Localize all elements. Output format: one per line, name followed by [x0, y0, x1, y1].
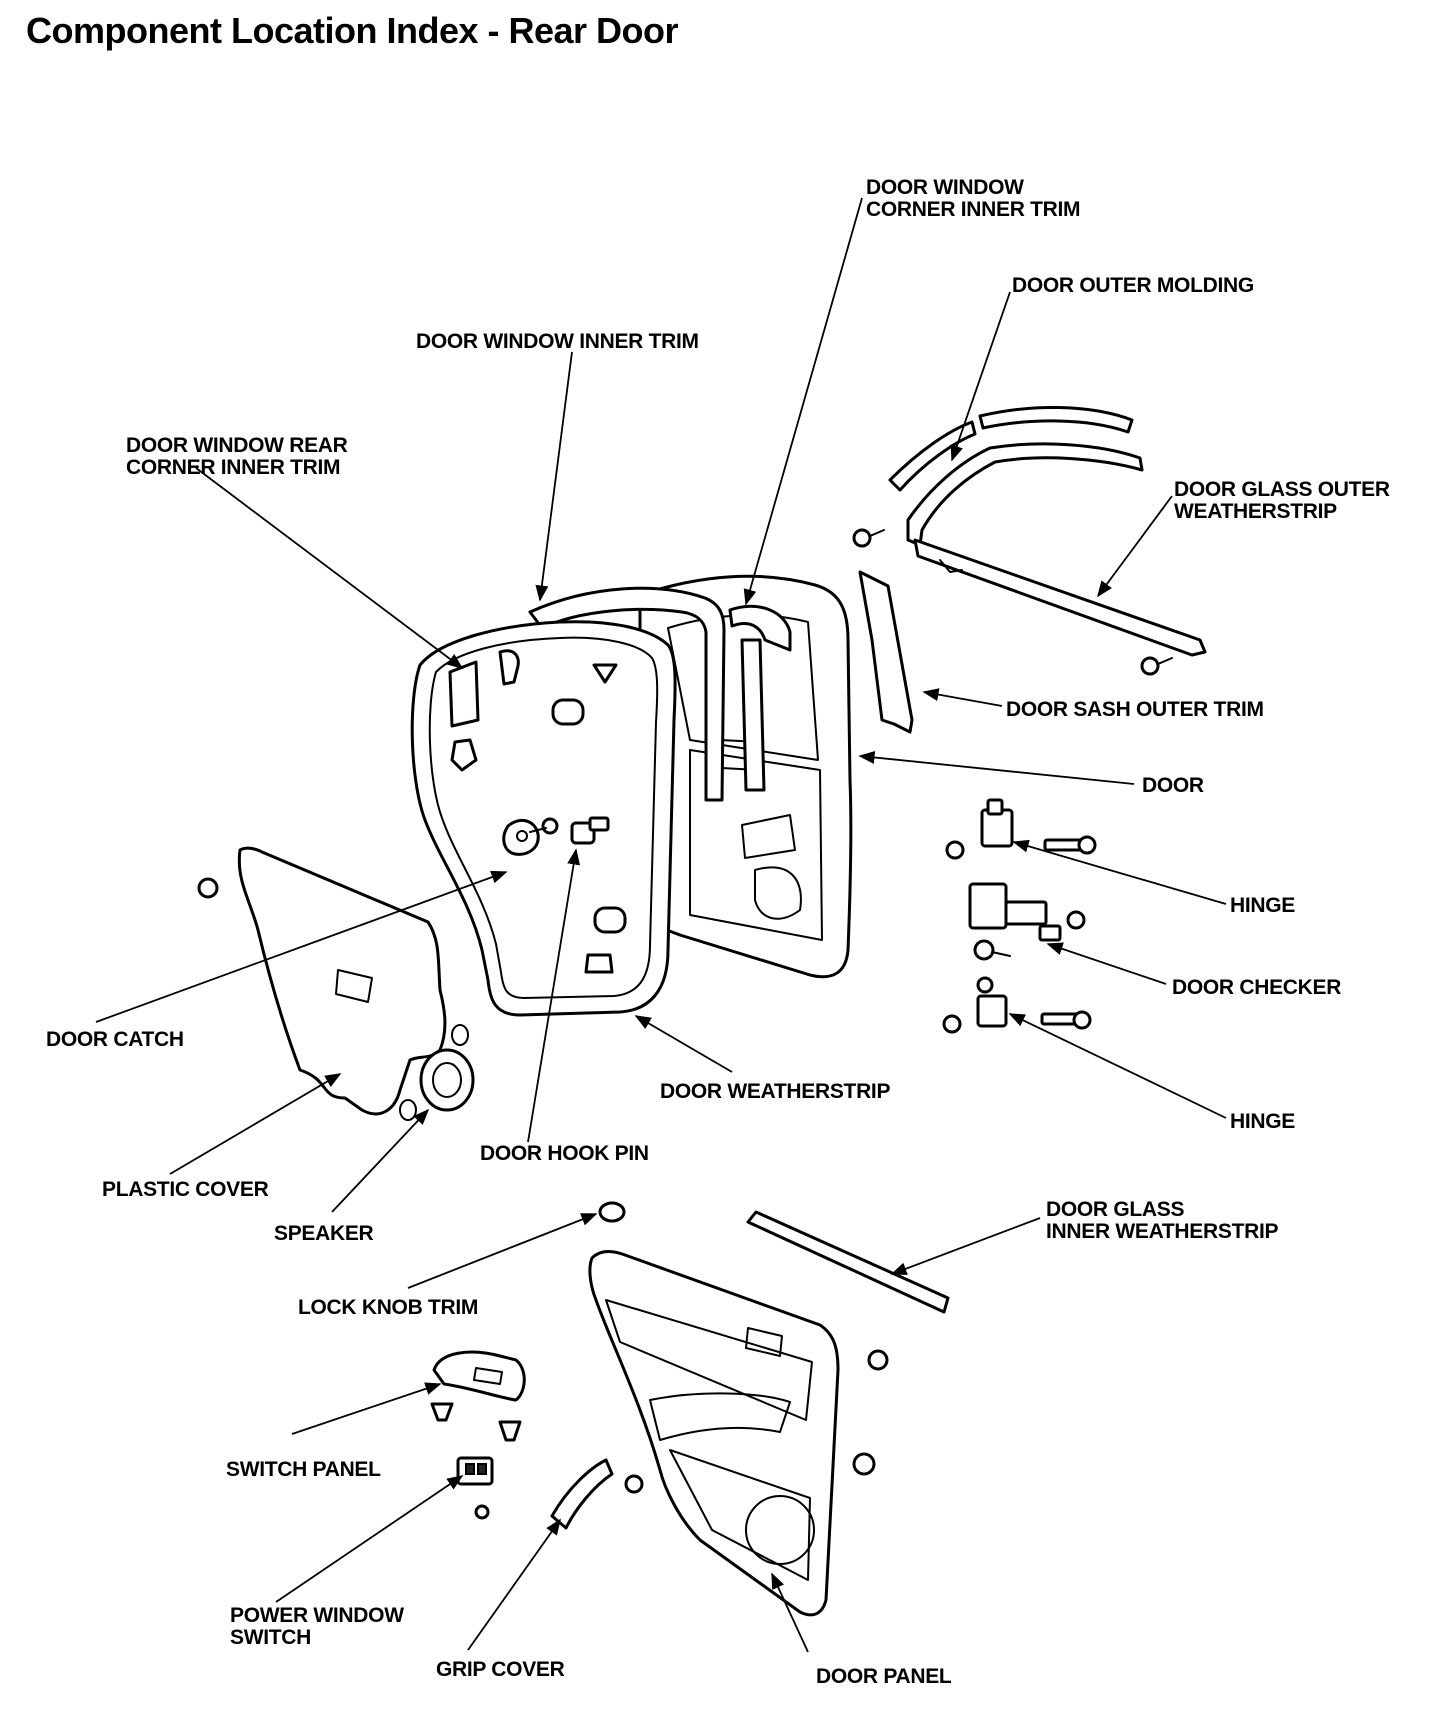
label-door-sash-outer-trim: DOOR SASH OUTER TRIM — [1006, 698, 1264, 721]
label-door-window-inner-trim: DOOR WINDOW INNER TRIM — [416, 330, 699, 353]
label-door-catch: DOOR CATCH — [46, 1028, 184, 1051]
label-door-glass-inner-weatherstrip: DOOR GLASS INNER WEATHERSTRIP — [1046, 1198, 1279, 1243]
door-glass-inner-weatherstrip-part — [746, 1210, 950, 1314]
leader-lines — [95, 197, 1227, 1653]
door-window-inner-trim-part — [528, 586, 726, 802]
power-window-switch-part — [456, 1456, 494, 1520]
door-catch-part — [502, 818, 540, 856]
label-door: DOOR — [1142, 774, 1204, 797]
switch-panel-part — [430, 1350, 526, 1442]
door-plugs — [450, 663, 627, 974]
label-switch-panel: SWITCH PANEL — [226, 1458, 381, 1481]
grip-cover-part — [550, 1458, 644, 1530]
label-door-panel: DOOR PANEL — [816, 1665, 952, 1688]
door-panel-part — [588, 1250, 889, 1617]
label-door-checker: DOOR CHECKER — [1172, 976, 1341, 999]
lock-knob-trim-part — [598, 1201, 626, 1223]
label-door-outer-molding: DOOR OUTER MOLDING — [1012, 274, 1254, 297]
door-glass-outer-weatherstrip-part — [906, 442, 1207, 657]
label-door-window-corner-inner-trim: DOOR WINDOW CORNER INNER TRIM — [866, 176, 1080, 221]
label-door-weatherstrip: DOOR WEATHERSTRIP — [660, 1080, 890, 1103]
label-lock-knob-trim: LOCK KNOB TRIM — [298, 1296, 478, 1319]
label-grip-cover: GRIP COVER — [436, 1658, 565, 1681]
page-title: Component Location Index - Rear Door — [26, 10, 679, 51]
label-power-window-switch: POWER WINDOW SWITCH — [230, 1604, 409, 1649]
label-plastic-cover: PLASTIC COVER — [102, 1178, 269, 1201]
label-door-hook-pin: DOOR HOOK PIN — [480, 1142, 649, 1165]
door-checker-part — [968, 882, 1086, 961]
hinge-lower-part — [942, 976, 1092, 1034]
door-sash-outer-trim-part — [858, 570, 914, 734]
door-window-corner-inner-trim-part — [728, 604, 792, 792]
door-outer-molding-part — [888, 405, 1134, 492]
callout-labels: DOOR WINDOW CORNER INNER TRIM DOOR OUTER… — [46, 176, 1395, 1688]
plastic-cover-part — [197, 846, 447, 1116]
hinge-upper-part — [945, 798, 1097, 860]
door-hook-pin-part — [529, 816, 610, 845]
screws-upper — [852, 528, 1173, 676]
label-door-window-rear-corner-inner-trim: DOOR WINDOW REAR CORNER INNER TRIM — [126, 434, 353, 479]
label-speaker: SPEAKER — [274, 1222, 374, 1245]
door-window-rear-corner-inner-trim-part — [448, 649, 520, 728]
label-hinge-upper: HINGE — [1230, 894, 1295, 917]
label-door-glass-outer-weatherstrip: DOOR GLASS OUTER WEATHERSTRIP — [1174, 478, 1395, 523]
label-hinge-lower: HINGE — [1230, 1110, 1295, 1133]
